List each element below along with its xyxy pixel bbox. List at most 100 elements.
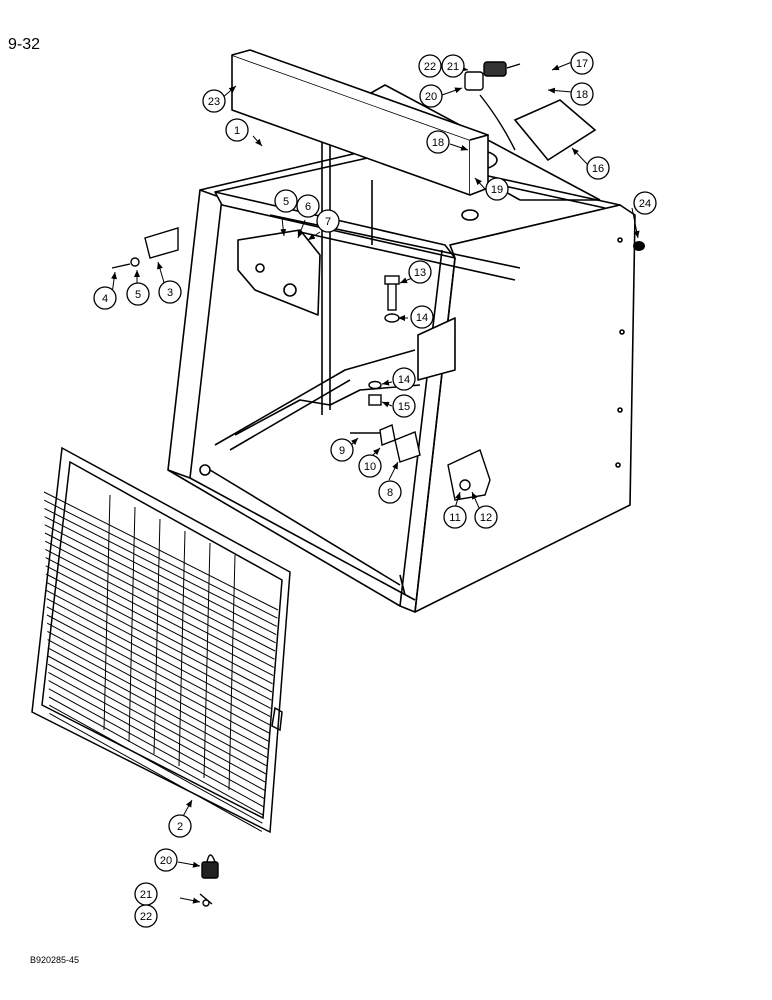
grille-slat <box>47 630 269 750</box>
grille-stile <box>103 494 111 731</box>
callout-label: 18 <box>576 89 588 101</box>
callout-c20b: 20 <box>154 848 178 872</box>
latch-assembly-bottom <box>199 854 219 907</box>
grille-stile <box>203 542 211 779</box>
cover-plate <box>513 99 597 162</box>
callout-c24: 24 <box>633 191 657 215</box>
grille-slat <box>46 589 272 709</box>
grille-slat <box>48 680 265 800</box>
callout-c9: 9 <box>330 438 354 462</box>
grille-slat <box>43 499 278 619</box>
callout-c8: 8 <box>378 480 402 504</box>
callout-label: 11 <box>449 512 460 524</box>
callout-label: 7 <box>325 216 331 228</box>
callout-label: 5 <box>135 289 141 301</box>
callout-label: 21 <box>140 889 152 901</box>
callout-label: 22 <box>140 911 152 923</box>
callout-c5b: 5 <box>126 282 150 306</box>
callout-c10: 10 <box>358 454 382 478</box>
grille-slat <box>45 581 272 701</box>
grille-slat <box>44 524 276 644</box>
callout-c4: 4 <box>93 286 117 310</box>
callout-label: 17 <box>576 58 588 70</box>
grille-panel <box>31 446 291 834</box>
callout-label: 6 <box>305 201 311 213</box>
leader-lines <box>111 61 640 904</box>
callout-c12: 12 <box>474 505 498 529</box>
callout-c23: 23 <box>202 89 226 113</box>
grille-slat <box>48 688 264 808</box>
grille-slat <box>46 598 271 718</box>
callout-label: 16 <box>592 163 604 175</box>
left-bracket <box>111 227 179 269</box>
grille-slat <box>49 712 263 832</box>
callout-label: 15 <box>398 401 410 413</box>
callout-c19: 19 <box>485 177 509 201</box>
callout-label: 5 <box>283 196 289 208</box>
callout-c14a: 14 <box>410 305 434 329</box>
grille-slat <box>48 671 266 791</box>
callout-label: 24 <box>639 198 651 210</box>
grille-slat <box>46 614 270 734</box>
grille-slat <box>43 491 279 611</box>
callout-label: 13 <box>414 267 426 279</box>
grille-stile <box>128 506 136 743</box>
callout-label: 14 <box>398 374 410 386</box>
callout-c18b: 18 <box>426 130 450 154</box>
callout-c22b: 22 <box>134 904 158 928</box>
grille-slat <box>45 565 273 685</box>
callout-c2: 2 <box>168 814 192 838</box>
grille-slat <box>45 573 273 693</box>
callout-label: 2 <box>177 821 183 833</box>
grille-stile <box>178 530 186 767</box>
callout-c11: 11 <box>443 505 467 529</box>
callout-label: 1 <box>234 125 240 137</box>
grille-slat <box>46 622 269 742</box>
callout-label: 20 <box>160 855 172 867</box>
callout-label: 18 <box>432 137 444 149</box>
grille-slat <box>44 540 275 660</box>
callout-c21a: 21 <box>441 54 465 78</box>
callout-label: 21 <box>447 61 459 73</box>
grille-slat <box>44 516 277 636</box>
page-title: 9-32 <box>8 36 41 53</box>
bolt-13 <box>368 275 400 406</box>
grille-stile <box>153 518 161 755</box>
callout-c15: 15 <box>392 394 416 418</box>
callout-label: 4 <box>102 293 108 305</box>
callout-label: 8 <box>387 487 393 499</box>
callout-c5a: 5 <box>274 189 298 213</box>
callout-label: 19 <box>491 184 503 196</box>
callout-label: 9 <box>339 445 345 457</box>
callout-c1: 1 <box>225 118 249 142</box>
callout-c3: 3 <box>158 280 182 304</box>
rubber-plug <box>633 241 645 251</box>
callout-c18a: 18 <box>570 82 594 106</box>
callout-c17: 17 <box>570 51 594 75</box>
latch-assembly-top <box>464 61 521 151</box>
callout-c20a: 20 <box>419 84 443 108</box>
document-code: B920285-45 <box>30 955 80 965</box>
hinge-plates <box>350 424 491 501</box>
grille-slat <box>44 532 276 652</box>
callout-label: 10 <box>364 461 376 473</box>
callout-label: 22 <box>424 61 436 73</box>
callout-label: 23 <box>208 96 220 108</box>
callout-c7: 7 <box>316 209 340 233</box>
grille-slats <box>43 491 279 832</box>
grille-slat <box>47 663 266 783</box>
callout-c14b: 14 <box>392 367 416 391</box>
callout-label: 20 <box>425 91 437 103</box>
callout-label: 14 <box>416 312 428 324</box>
callout-label: 3 <box>167 287 173 299</box>
grille-slat <box>48 704 263 824</box>
callout-c21b: 21 <box>134 882 158 906</box>
callout-c16: 16 <box>586 156 610 180</box>
callout-label: 12 <box>480 512 492 524</box>
enclosure-frame <box>167 84 636 613</box>
grille-slat <box>44 507 278 627</box>
callout-c22a: 22 <box>418 54 442 78</box>
callout-c13: 13 <box>408 260 432 284</box>
